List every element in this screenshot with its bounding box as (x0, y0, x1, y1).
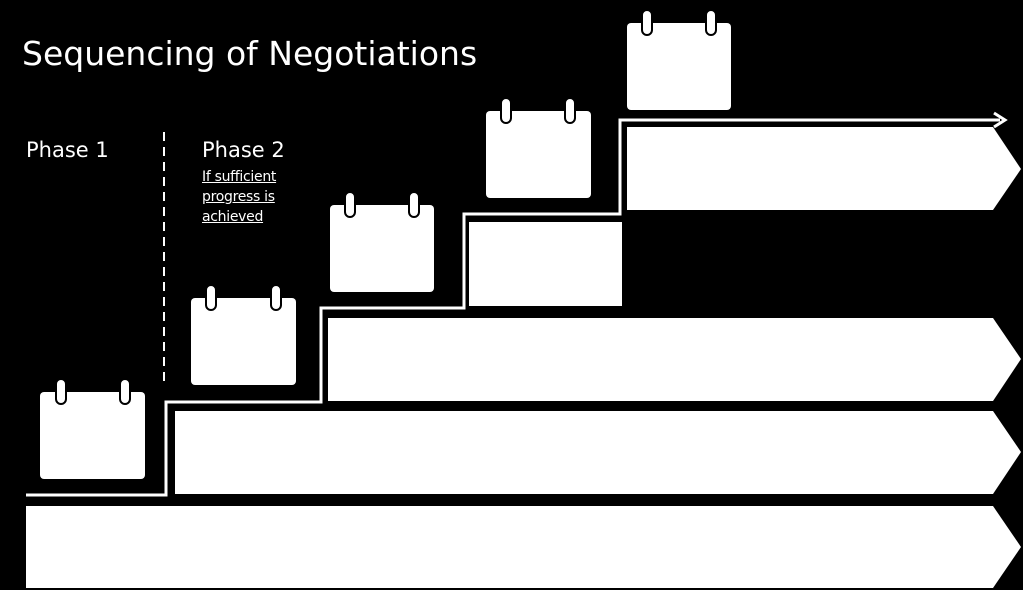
track-arrow-3 (328, 318, 1021, 401)
phase-1-label: Phase 1 (26, 138, 109, 162)
track-block-4 (469, 222, 622, 306)
phase-2-label: Phase 2 (202, 138, 285, 162)
phase-2-condition-line-1: If sufficient (202, 169, 277, 185)
calendar-icon (191, 284, 296, 385)
diagram-title: Sequencing of Negotiations (22, 34, 478, 73)
phase-2-condition: If sufficient progress is achieved (202, 167, 312, 227)
track-arrow-5 (627, 127, 1021, 210)
calendar-icon (627, 9, 731, 110)
arrow-right-icon (993, 111, 1008, 129)
staircase-line (26, 118, 1000, 497)
calendar-icon (330, 191, 434, 292)
calendar-icon (40, 378, 145, 479)
track-arrow-1 (26, 506, 1021, 588)
calendar-icon (486, 97, 591, 198)
phase-2-condition-line-3: achieved (202, 209, 264, 225)
track-arrow-2 (175, 411, 1021, 494)
phase-2-condition-line-2: progress is (202, 189, 275, 205)
